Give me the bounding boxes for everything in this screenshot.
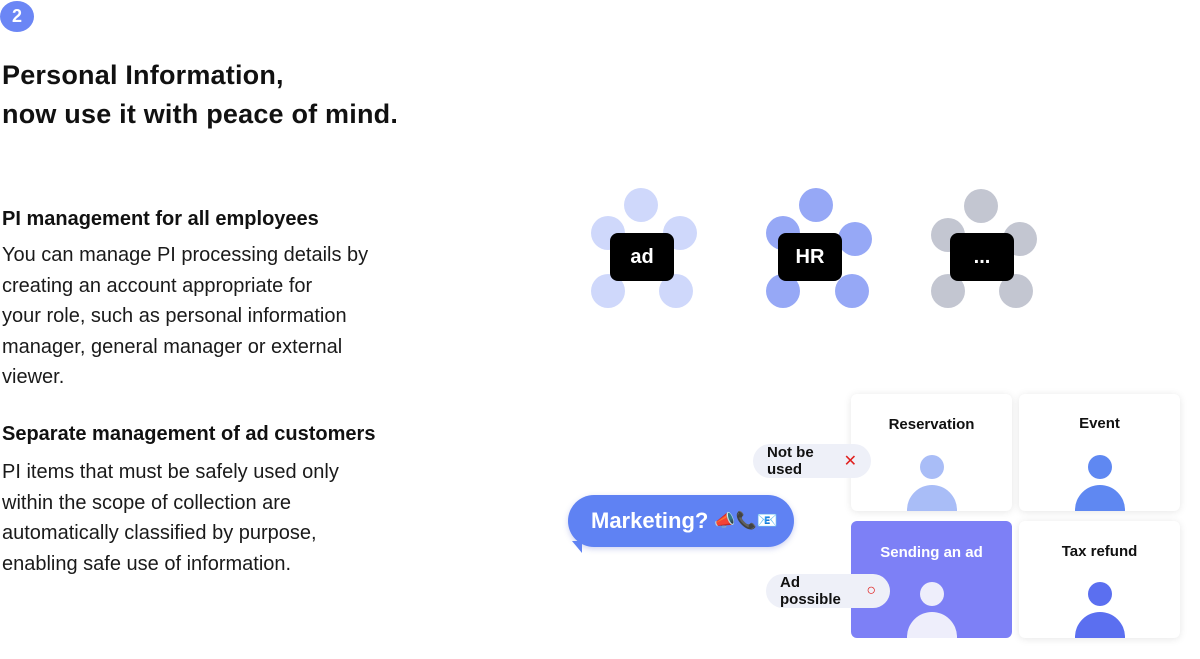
body-line: within the scope of collection are xyxy=(2,491,292,514)
section-body-ad-customers: PI items that must be safely used only w… xyxy=(2,457,392,579)
body-line: PI items that must be safely used only xyxy=(2,461,339,483)
bubble-label: Marketing? xyxy=(591,508,709,533)
member-dot xyxy=(799,188,833,222)
group-label-other: ... xyxy=(950,233,1014,281)
person-body-icon xyxy=(1075,612,1125,638)
not-used-bubble: Not be used ✕ xyxy=(753,444,871,478)
member-dot xyxy=(838,222,872,256)
purpose-card-reservation: Reservation xyxy=(851,394,1012,511)
account-group-other: ... xyxy=(931,188,1041,308)
account-group-ad: ad xyxy=(591,188,701,308)
card-label: Reservation xyxy=(888,416,975,433)
card-label: Sending an ad xyxy=(880,544,983,561)
body-line: your role, such as personal information xyxy=(2,305,347,327)
person-body-icon xyxy=(907,612,957,638)
person-body-icon xyxy=(907,485,957,511)
body-line: automatically classified by purpose, xyxy=(2,522,317,544)
body-line: creating an account appropriate for xyxy=(2,274,313,297)
body-line: manager, general manager or external xyxy=(2,335,343,358)
person-icon xyxy=(920,582,944,606)
person-icon xyxy=(920,455,944,479)
account-group-hr: HR xyxy=(759,188,872,308)
step-badge: 2 xyxy=(0,1,34,32)
purpose-card-event: Event xyxy=(1019,394,1180,511)
body-line: viewer. xyxy=(2,366,65,388)
section-body-pi-management: You can manage PI processing details by … xyxy=(2,240,392,393)
member-dot xyxy=(835,274,869,308)
person-icon xyxy=(1088,455,1112,479)
section-title-ad-customers: Separate management of ad customers xyxy=(2,423,376,445)
headline-line-1: Personal Information, xyxy=(2,60,284,90)
circle-icon: ○ xyxy=(866,582,876,599)
person-body-icon xyxy=(1075,485,1125,511)
body-line: You can manage PI processing details by xyxy=(2,244,369,266)
bubble-label: Not be used xyxy=(767,444,814,478)
member-dot xyxy=(624,188,658,222)
cross-icon: ✕ xyxy=(843,453,857,470)
bubble-label: Ad possible xyxy=(780,574,841,608)
person-icon xyxy=(1088,582,1112,606)
group-label-hr: HR xyxy=(778,233,842,281)
group-label-ad: ad xyxy=(610,233,674,281)
headline: Personal Information, now use it with pe… xyxy=(2,56,398,134)
headline-line-2: now use it with peace of mind. xyxy=(2,99,399,129)
ad-possible-bubble: Ad possible ○ xyxy=(766,574,890,608)
card-label: Event xyxy=(1079,415,1120,432)
marketing-bubble: Marketing? 📣📞📧 xyxy=(568,495,794,553)
megaphone-phone-mail-icons: 📣📞📧 xyxy=(714,511,778,530)
card-label: Tax refund xyxy=(1061,543,1138,560)
body-line: enabling safe use of information. xyxy=(2,552,292,575)
section-title-pi-management: PI management for all employees xyxy=(2,208,319,230)
member-dot xyxy=(964,189,998,223)
purpose-card-tax-refund: Tax refund xyxy=(1019,521,1180,638)
